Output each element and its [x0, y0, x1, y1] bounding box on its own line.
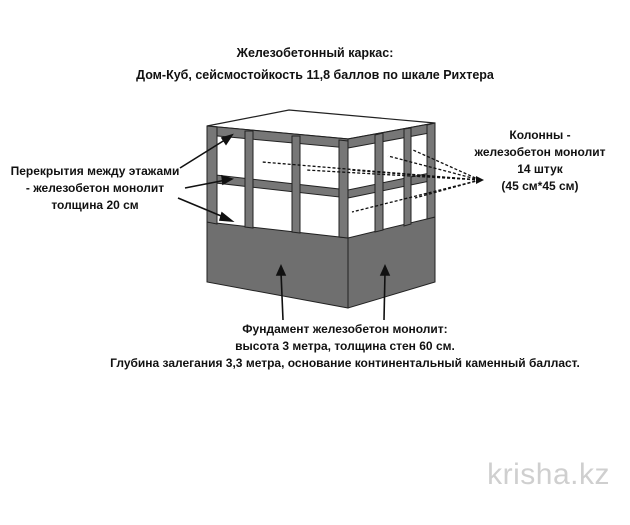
- column-front-3: [291, 135, 301, 234]
- column-side-2: [403, 127, 412, 227]
- column-side-1: [374, 132, 384, 233]
- foundation-side: [347, 216, 436, 309]
- foundation-label-line-1: Фундамент железобетон монолит:: [242, 322, 448, 336]
- foundation-label-line-3: Глубина залегания 3,3 метра, основание к…: [110, 356, 580, 370]
- column-front-1: [206, 125, 218, 225]
- floors-label: Перекрытия между этажами - железобетон м…: [0, 163, 190, 214]
- foundation-label: Фундамент железобетон монолит: высота 3 …: [60, 321, 630, 372]
- floors-label-line-2: - железобетон монолит: [25, 181, 165, 195]
- columns-label-line-3: 14 штук: [517, 162, 563, 176]
- foundation-label-line-2: высота 3 метра, толщина стен 60 см.: [235, 339, 455, 353]
- columns-label: Колонны - железобетон монолит 14 штук (4…: [465, 127, 615, 195]
- krisha-watermark: krisha.kz: [487, 458, 610, 491]
- columns-label-line-1: Колонны -: [509, 128, 571, 142]
- diagram-title-line-1: Железобетонный каркас:: [236, 46, 394, 60]
- floor-slab-side: [347, 171, 436, 199]
- columns-label-line-2: железобетон монолит: [474, 145, 606, 159]
- floors-label-line-3: толщина 20 см: [51, 198, 139, 212]
- column-front-4: [338, 139, 349, 239]
- columns-arrowheads: [476, 176, 484, 184]
- foundation-front: [206, 221, 349, 309]
- columns-label-line-4: (45 см*45 см): [501, 179, 579, 193]
- floors-arrows: [177, 133, 235, 223]
- columns-arrows: [261, 149, 481, 213]
- floors-label-line-1: Перекрытия между этажами: [10, 164, 180, 178]
- diagram-title-line-2: Дом-Куб, сейсмостойкость 11,8 баллов по …: [136, 68, 494, 82]
- foundation-arrows: [275, 264, 391, 321]
- column-side-3: [426, 122, 436, 220]
- column-front-2: [244, 130, 254, 229]
